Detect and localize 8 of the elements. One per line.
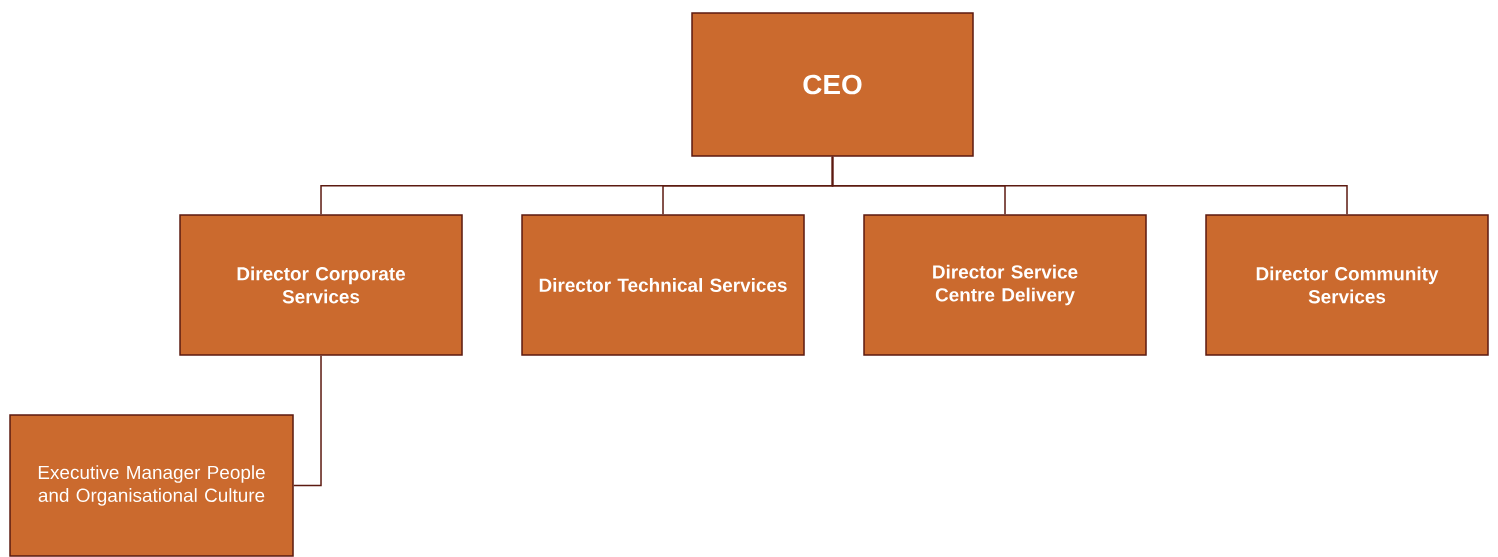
org-box: Executive Manager People and Organisational Culture (9, 414, 294, 557)
connector-line (831, 156, 1348, 215)
org-box: Director Corporate Services (179, 214, 463, 356)
org-box: CEO (691, 12, 974, 157)
org-box: Director Community Services (1205, 214, 1489, 356)
connector-line (293, 355, 322, 487)
org-box: Director Technical Services (521, 214, 805, 356)
org-box: Director Service Centre Delivery (863, 214, 1147, 356)
